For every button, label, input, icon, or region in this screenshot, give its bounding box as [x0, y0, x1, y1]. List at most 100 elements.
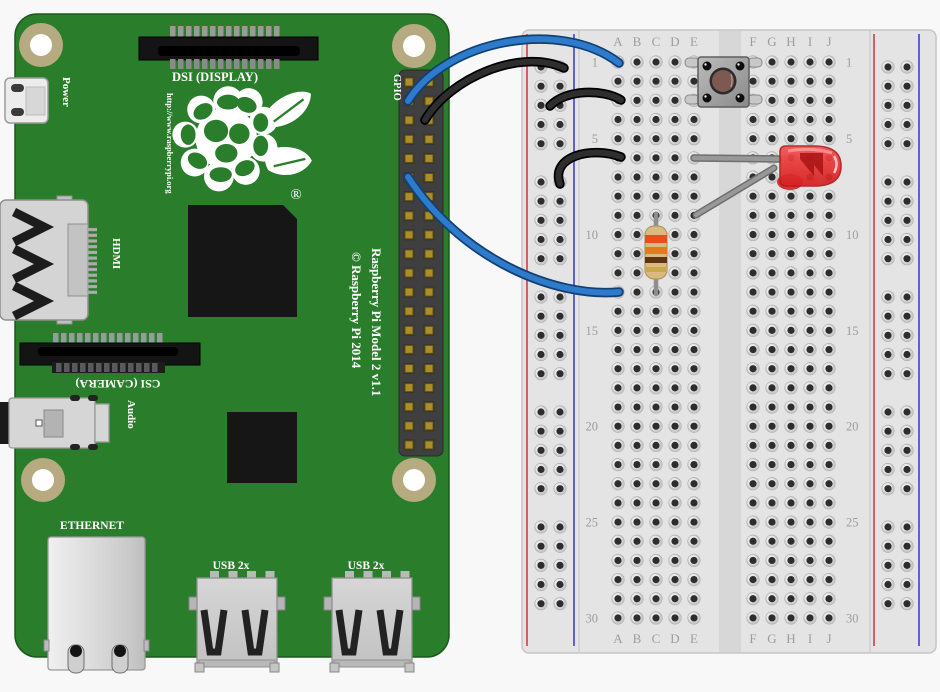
gpio-pin[interactable]	[424, 383, 434, 393]
column-label: B	[633, 631, 642, 646]
gpio-pin[interactable]	[404, 115, 414, 125]
gpio-pin[interactable]	[404, 268, 414, 278]
gpio-pin[interactable]	[404, 77, 414, 87]
gpio-pin[interactable]	[424, 249, 434, 259]
gpio-pin[interactable]	[404, 192, 414, 202]
wire-black-rail-to-a6[interactable]	[553, 147, 626, 189]
row-number-right: 25	[846, 516, 859, 530]
gpio-pin[interactable]	[404, 421, 414, 431]
ethernet-label: ETHERNET	[60, 520, 124, 532]
gpio-pin[interactable]	[404, 402, 414, 412]
resistor-band-gold	[645, 267, 667, 272]
gpio-pin[interactable]	[424, 306, 434, 316]
row-number-left: 15	[586, 324, 599, 338]
gpio-pin[interactable]	[424, 402, 434, 412]
resistor[interactable]	[644, 211, 668, 297]
column-label: F	[749, 34, 756, 49]
gpio-pin[interactable]	[404, 134, 414, 144]
gpio-pin[interactable]	[424, 344, 434, 354]
gpio-pin[interactable]	[404, 364, 414, 373]
column-label: C	[652, 631, 661, 646]
row-number-right: 30	[846, 611, 859, 625]
column-label: D	[670, 34, 679, 49]
pushbutton-cap[interactable]	[712, 70, 734, 92]
gpio-pin[interactable]	[424, 268, 434, 278]
resistor-band-orange-1	[645, 235, 667, 243]
column-label: J	[826, 34, 831, 49]
soc-chip	[188, 205, 297, 317]
column-label: G	[767, 34, 776, 49]
hdmi-connector	[0, 195, 97, 325]
csi-label: CSI (CAMERA)	[76, 377, 161, 391]
gpio-pin[interactable]	[424, 440, 434, 450]
wire-blue-gpio-to-a1[interactable]	[403, 34, 624, 106]
usb2-label: USB 2x	[348, 560, 385, 572]
led[interactable]	[690, 145, 842, 219]
column-label: E	[690, 631, 698, 646]
row-number-left: 1	[592, 56, 598, 70]
gpio-pin[interactable]	[424, 96, 434, 106]
row-number-left: 25	[586, 516, 599, 530]
row-number-left: 30	[586, 611, 599, 625]
led-die	[800, 153, 823, 176]
row-number-right: 15	[846, 324, 859, 338]
column-label: H	[786, 631, 795, 646]
pushbutton[interactable]	[684, 56, 763, 108]
gpio-pin[interactable]	[424, 287, 434, 297]
gpio-pin[interactable]	[404, 211, 414, 221]
ethernet-port	[43, 536, 150, 674]
power-label: Power	[60, 77, 72, 107]
row-number-left: 20	[586, 420, 599, 434]
column-label: G	[767, 631, 776, 646]
usb-port-2	[323, 571, 421, 673]
wires	[403, 34, 626, 298]
gpio-pin[interactable]	[404, 230, 414, 240]
dsi-connector	[138, 26, 319, 69]
gpio-pin[interactable]	[424, 230, 434, 240]
gpio-pin[interactable]	[424, 153, 434, 163]
usb-port-1	[188, 571, 286, 673]
registered-mark: ®	[290, 187, 301, 203]
gpio-pin[interactable]	[424, 173, 434, 182]
gpio-pin[interactable]	[404, 344, 414, 354]
row-number-right: 1	[846, 56, 852, 70]
column-label: D	[670, 631, 679, 646]
gpio-pin[interactable]	[424, 325, 434, 335]
gpio-pin[interactable]	[404, 249, 414, 259]
gpio-pin[interactable]	[404, 440, 414, 450]
gpio-pin[interactable]	[424, 364, 434, 373]
gpio-header	[398, 69, 444, 457]
column-label: A	[613, 34, 623, 49]
gpio-pin[interactable]	[424, 421, 434, 431]
wire-black-rail-to-a3[interactable]	[545, 87, 626, 111]
power-connector	[4, 77, 49, 124]
gpio-pin[interactable]	[404, 306, 414, 316]
raspberry-pi-board[interactable]: DSI (DISPLAY)	[0, 13, 450, 674]
row-number-left: 5	[592, 132, 598, 146]
raspberry-pi-logo-icon: ®	[172, 86, 312, 203]
column-label: A	[613, 631, 623, 646]
column-label: F	[749, 631, 756, 646]
resistor-band-brown	[645, 257, 667, 263]
gpio-pin[interactable]	[404, 287, 414, 297]
gpio-pin[interactable]	[404, 153, 414, 163]
hdmi-label: HDMI	[110, 238, 122, 269]
model-text-line2: © Raspberry Pi 2014	[349, 252, 364, 369]
url-label: http://www.raspberrypi.org	[165, 93, 175, 194]
wire-blue-gpio-to-a13[interactable]	[403, 172, 624, 298]
row-number-right: 20	[846, 420, 859, 434]
wire-black-gpio-to-rail[interactable]	[420, 56, 569, 125]
gpio-pin[interactable]	[424, 134, 434, 144]
mounting-holes	[19, 23, 436, 502]
column-label: B	[633, 34, 642, 49]
gpio-pin[interactable]	[404, 383, 414, 393]
dsi-label: DSI (DISPLAY)	[172, 70, 258, 84]
row-number-right: 5	[846, 132, 852, 146]
resistor-band-orange-2	[645, 247, 667, 254]
row-number-right: 10	[846, 228, 859, 242]
row-number-left: 10	[586, 228, 599, 242]
gpio-pin[interactable]	[404, 325, 414, 335]
components	[644, 56, 842, 297]
